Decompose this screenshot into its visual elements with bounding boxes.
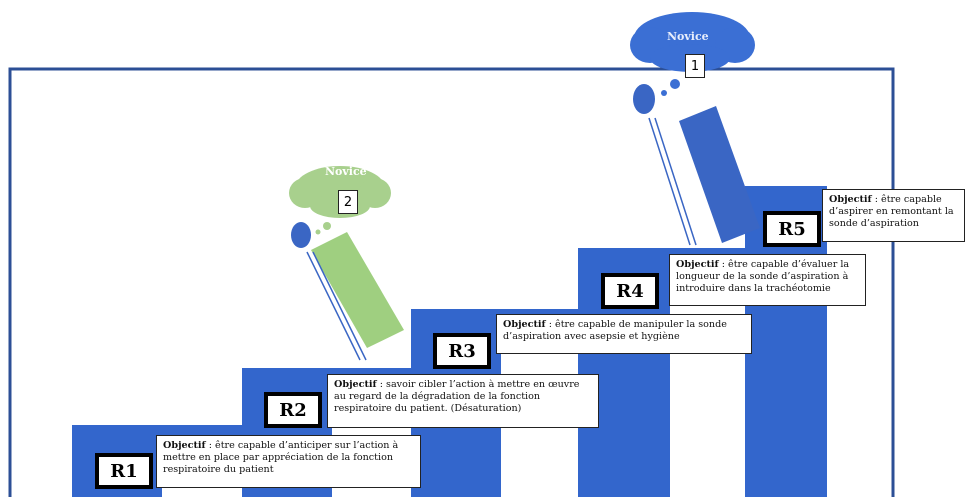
objective-r4: Objectif : être capable d’évaluer la lon… xyxy=(669,254,866,306)
figure-2 xyxy=(289,166,404,361)
figure-2-number: 2 xyxy=(338,190,358,214)
figure-1 xyxy=(630,12,760,246)
objective-r5-text: : être capable d’aspirer en remontant la… xyxy=(829,194,954,229)
body-2 xyxy=(311,232,404,348)
cloud-2-text: Novice xyxy=(325,165,367,178)
objective-r1: Objectif : être capable d’anticiper sur … xyxy=(156,435,421,488)
objective-r3: Objectif : être capable de manipuler la … xyxy=(496,314,752,354)
step-label-r5: R5 xyxy=(763,211,821,247)
objective-r2-title: Objectif xyxy=(334,379,377,390)
cloud-1-text: Novice xyxy=(667,30,709,43)
head-2 xyxy=(291,222,311,248)
outer-frame xyxy=(8,67,895,497)
step-label-r3: R3 xyxy=(433,333,491,369)
objective-r2-text: : savoir cibler l’action à mettre en œuv… xyxy=(334,379,580,414)
objective-r5-title: Objectif xyxy=(829,194,872,205)
objective-r4-text: : être capable d’évaluer la longueur de … xyxy=(676,259,850,294)
objective-r2: Objectif : savoir cibler l’action à mett… xyxy=(327,374,599,428)
body-1 xyxy=(679,106,760,243)
figure-1-number: 1 xyxy=(685,54,705,78)
step-label-r4: R4 xyxy=(601,273,659,309)
objective-r5: Objectif : être capable d’aspirer en rem… xyxy=(822,189,965,242)
objective-r1-title: Objectif xyxy=(163,440,206,451)
objective-r3-title: Objectif xyxy=(503,319,546,330)
objective-r3-text: : être capable de manipuler la sonde d’a… xyxy=(503,319,727,342)
objective-r4-title: Objectif xyxy=(676,259,719,270)
objective-r1-text: : être capable d’anticiper sur l’action … xyxy=(163,440,399,475)
step-label-r1: R1 xyxy=(95,453,153,489)
step-label-r2: R2 xyxy=(264,392,322,428)
head-1 xyxy=(633,84,655,114)
